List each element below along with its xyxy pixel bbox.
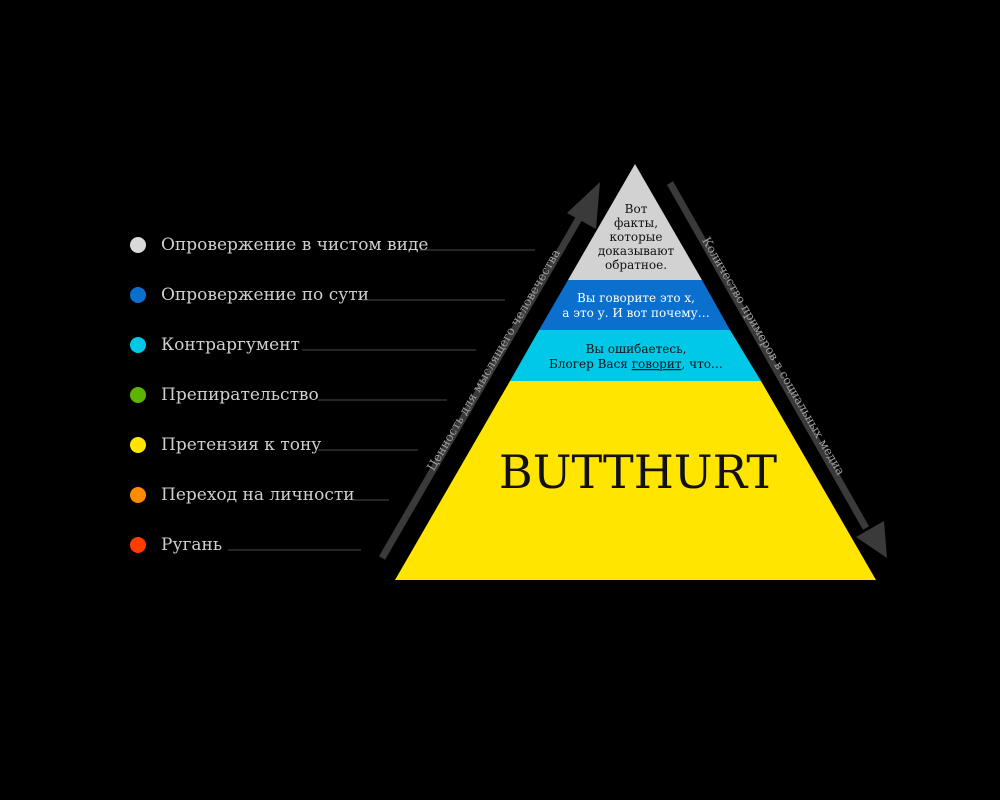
left-arrow-shaft [378, 206, 589, 560]
left-arrow-head [567, 182, 600, 229]
legend-dot-orange [130, 487, 146, 503]
top-layer-text-line: Вот [625, 202, 648, 216]
text-segment: , что… [682, 357, 723, 371]
legend-label: Претензия к тону [161, 435, 322, 455]
band-counterargument-text-line-2: Блогер Вася говорит, что… [549, 357, 723, 371]
legend-item-name-calling: Ругань [130, 533, 222, 557]
pyramid-band-counterargument [510, 330, 761, 381]
top-layer-text-line: которые [610, 230, 663, 244]
top-layer-text-line: обратное. [605, 258, 667, 272]
legend-dot-red [130, 537, 146, 553]
legend-item-refutation-essence: Опровержение по сути [130, 283, 369, 307]
right-arrow-head [856, 521, 887, 558]
top-layer-text-line: доказывают [598, 244, 675, 258]
band-refutation-text-line: а это у. И вот почему… [562, 306, 709, 320]
legend-item-contradiction: Препирательство [130, 383, 319, 407]
legend-dot-cyan [130, 337, 146, 353]
legend-dot-light-gray [130, 237, 146, 253]
legend-label: Контраргумент [161, 335, 300, 355]
legend-dot-blue [130, 287, 146, 303]
legend-item-ad-hominem: Переход на личности [130, 483, 355, 507]
legend-item-tone: Претензия к тону [130, 433, 321, 457]
source-link[interactable]: говорит [632, 357, 682, 371]
legend-item-counterargument: Контраргумент [130, 333, 300, 357]
legend-label: Опровержение по сути [161, 285, 369, 305]
top-layer-text-line: факты, [614, 216, 658, 230]
band-counterargument-text-line: Вы ошибаетесь, [586, 342, 687, 356]
legend-item-pure-refutation: Опровержение в чистом виде [130, 233, 428, 257]
legend-label: Переход на личности [161, 485, 355, 505]
base-layer-title: BUTTHURT [499, 445, 777, 499]
legend-label: Препирательство [161, 385, 319, 405]
pyramid-band-refutation [539, 280, 730, 330]
text-segment: Блогер Вася [549, 357, 632, 371]
legend-dot-yellow [130, 437, 146, 453]
band-refutation-text-line: Вы говорите это х, [577, 291, 695, 305]
legend-dot-green [130, 387, 146, 403]
pyramid-top-layer [568, 164, 702, 280]
legend-label: Ругань [161, 535, 223, 555]
right-arrow-shaft [666, 181, 870, 530]
legend-label: Опровержение в чистом виде [161, 235, 429, 255]
pyramid-base-layer [395, 381, 876, 580]
